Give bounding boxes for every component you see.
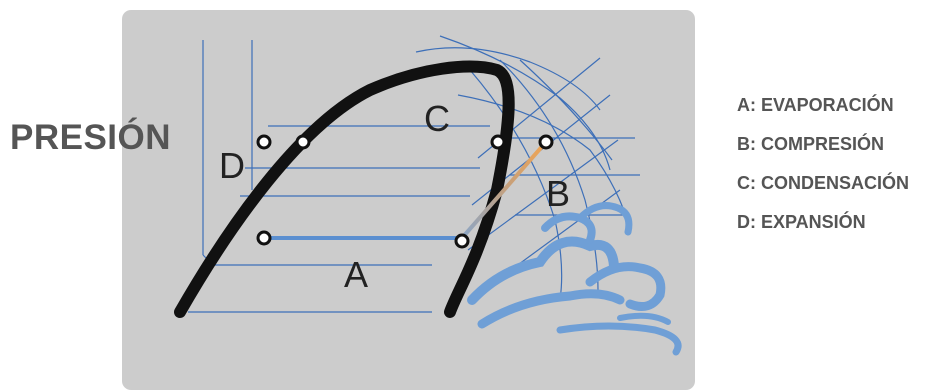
state-point bbox=[538, 134, 554, 150]
state-point bbox=[295, 134, 311, 150]
isentrope-line bbox=[415, 47, 601, 111]
isentrope-line bbox=[499, 59, 599, 291]
isobar-line bbox=[202, 254, 432, 266]
isentrope-line bbox=[469, 69, 563, 301]
legend-item-expansion: D: EXPANSIÓN bbox=[737, 212, 866, 232]
stage-label-b: B bbox=[546, 173, 570, 214]
isentrope-line bbox=[457, 94, 631, 231]
legend: A: EVAPORACIÓN B: COMPRESIÓN C: CONDENSA… bbox=[737, 92, 909, 248]
cloud-icon bbox=[467, 202, 682, 356]
state-point bbox=[256, 134, 272, 150]
stage-label-c: C bbox=[424, 98, 450, 139]
legend-item-evaporation: A: EVAPORACIÓN bbox=[737, 95, 894, 115]
y-axis-label: PRESIÓN bbox=[10, 118, 172, 157]
legend-item-condensation: C: CONDENSACIÓN bbox=[737, 173, 910, 193]
compression-line bbox=[460, 140, 548, 240]
stage-label-d: D bbox=[219, 145, 245, 186]
isochore-line bbox=[467, 139, 619, 251]
isentrope-line bbox=[519, 59, 613, 161]
state-point bbox=[256, 230, 272, 246]
state-point bbox=[490, 134, 506, 150]
legend-item-compression: B: COMPRESIÓN bbox=[737, 134, 885, 154]
stage-label-a: A bbox=[344, 254, 368, 295]
state-point bbox=[454, 233, 470, 249]
saturation-dome-curve bbox=[174, 60, 515, 318]
